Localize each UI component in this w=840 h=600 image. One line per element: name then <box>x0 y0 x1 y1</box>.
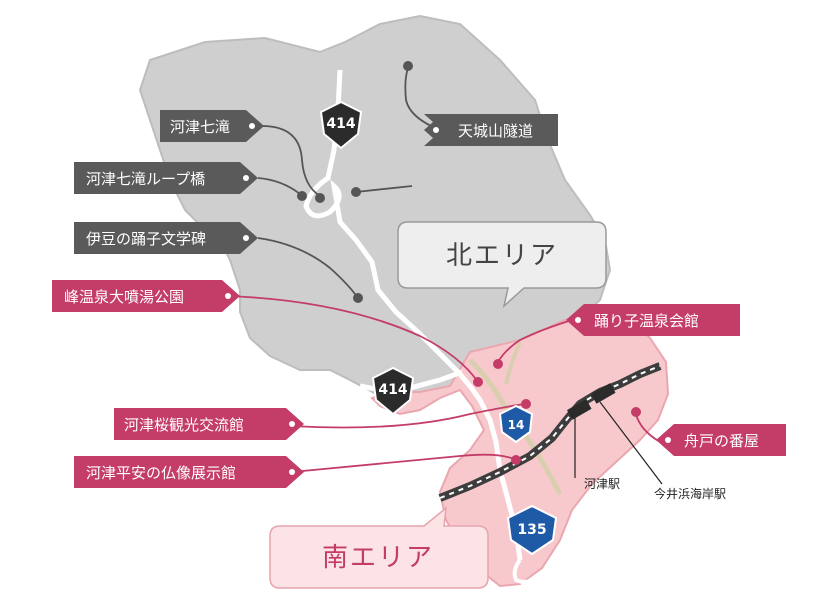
route-14-label: 14 <box>508 418 525 432</box>
south-area-label: 南エリア <box>322 543 434 573</box>
odoriko-onsen-dot[interactable] <box>493 359 503 369</box>
sakura-center-dot[interactable] <box>521 399 531 409</box>
route-414-road <box>303 69 523 561</box>
loop-bridge-dot[interactable] <box>297 191 307 201</box>
railway-line <box>438 362 662 502</box>
tag-buddha-museum-label: 河津平安の仏像展示館 <box>86 464 236 482</box>
amagi-tunnel-dot[interactable] <box>403 61 413 71</box>
tag-kawazu-nanadaru-label: 河津七滝 <box>170 118 230 136</box>
tag-sakura-center-label: 河津桜観光交流館 <box>124 416 244 434</box>
spot-dots <box>297 61 641 465</box>
tag-literary-monument[interactable]: 伊豆の踊子文学碑 <box>74 222 258 254</box>
route-414-shield-top: 414 <box>319 100 363 150</box>
route-414-mid-label: 414 <box>378 382 407 398</box>
route-414-shield-mid: 414 <box>371 366 415 416</box>
imaihama-station-marker[interactable] <box>590 383 616 404</box>
tag-amagi-tunnel[interactable]: 天城山隧道 <box>424 114 558 146</box>
tag-amagi-tunnel-label: 天城山隧道 <box>458 122 533 140</box>
kawazu-station-marker[interactable] <box>566 399 592 420</box>
kawazu-station-label: 河津駅 <box>584 477 620 491</box>
imaihama-station-label: 今井浜海岸駅 <box>654 486 726 501</box>
tag-funado-banya-label: 舟戸の番屋 <box>684 432 759 450</box>
tag-loop-bridge[interactable]: 河津七滝ループ橋 <box>74 162 258 194</box>
tag-loop-bridge-label: 河津七滝ループ橋 <box>86 170 205 188</box>
tag-buddha-museum[interactable]: 河津平安の仏像展示館 <box>74 456 304 488</box>
tag-mine-onsen-label: 峰温泉大噴湯公園 <box>64 288 184 306</box>
tag-literary-monument-label: 伊豆の踊子文学碑 <box>86 230 206 248</box>
route-135-label: 135 <box>517 522 546 538</box>
tag-sakura-center[interactable]: 河津桜観光交流館 <box>114 408 304 440</box>
tag-odoriko-onsen-label: 踊り子温泉会館 <box>594 312 699 330</box>
funado-banya-dot[interactable] <box>631 407 641 417</box>
mine-onsen-dot[interactable] <box>473 377 483 387</box>
leader-lines <box>225 67 661 473</box>
north-area-callout[interactable]: 北エリア <box>397 221 607 309</box>
route-135-road <box>512 558 542 584</box>
buddha-museum-dot[interactable] <box>511 455 521 465</box>
imaihama-station-leader <box>599 401 663 485</box>
river-branch <box>504 341 522 385</box>
tag-mine-onsen[interactable]: 峰温泉大噴湯公園 <box>52 280 240 312</box>
north-area-label: 北エリア <box>446 241 558 271</box>
literary-monument-dot[interactable] <box>353 293 363 303</box>
tag-odoriko-onsen[interactable]: 踊り子温泉会館 <box>566 304 740 336</box>
route-14-shield: 14 <box>498 404 534 444</box>
tag-funado-banya[interactable]: 舟戸の番屋 <box>656 424 786 456</box>
tag-kawazu-nanadaru[interactable]: 河津七滝 <box>160 110 264 142</box>
route-135-shield: 135 <box>506 504 558 556</box>
kawazu-nanadaru-dot[interactable] <box>315 193 325 203</box>
north-extra-dot[interactable] <box>351 187 361 197</box>
route-414-top-label: 414 <box>326 116 355 132</box>
south-area-callout[interactable]: 南エリア <box>269 506 489 589</box>
